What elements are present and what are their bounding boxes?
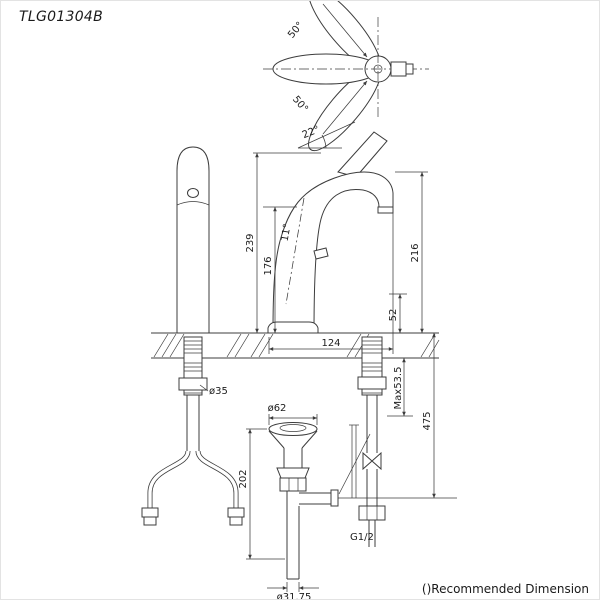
counter-hatching [153,333,440,358]
spout-tip-plan [390,61,407,77]
supply-nut [358,505,386,521]
stop-valve [362,451,382,471]
dim-swing-lower: 50° [290,94,310,115]
shank-threads-front [184,340,202,394]
body-seam [176,201,210,206]
faucet-side-body [272,171,394,334]
popup-knob [313,247,329,260]
popup-rod [338,433,371,495]
dim-base-detail: 52 [388,309,399,322]
dim-right-height: 216 [410,243,421,262]
hose-fitting-left [141,507,159,518]
handle-front [187,188,199,198]
dim-tail-dia: ø31.75 [277,592,312,600]
drain-washer [276,467,310,479]
spout-outlet [377,206,394,214]
supply-assembly-drawing: G1/2 Max53.5 475 [338,333,457,547]
drain-locknut [279,477,307,492]
front-view-drawing: ø35 [141,146,245,526]
base-flare [267,321,319,334]
drain-assembly-drawing: ø62 202 [238,403,339,600]
dim-swing-upper: 50° [286,20,306,41]
dim-supply-height: 475 [422,411,433,430]
model-number: TLG01304B [19,9,104,25]
aerator-plan [405,63,414,75]
drain-flange [268,422,318,436]
dim-overall-height: 239 [245,233,256,252]
rod-housing-cap [330,489,339,507]
dim-thread: G1/2 [350,532,374,543]
dim-max-deck-thickness: Max53.5 [393,367,404,410]
dim-body-angle: 11° [280,223,294,242]
footer-note: ()Recommended Dimension [421,582,589,596]
side-view-drawing: 22° 11° 239 176 216 52 124 [245,121,428,396]
mount-locknut-front [178,377,208,391]
faucet-front-body [176,146,210,334]
drain-plug [279,424,307,432]
shank-threads-side [362,340,382,394]
dim-flange-dia: ø62 [268,403,287,414]
dim-tail-length: 202 [238,469,249,488]
hose-fitting-right [227,507,245,518]
dim-spout-height: 176 [263,256,274,275]
handle-side [337,131,388,178]
mount-locknut-side [357,376,387,390]
top-view-drawing: 50° 50° [263,1,429,152]
dim-shank-dia: ø35 [209,386,228,397]
dim-reach: 124 [321,338,340,349]
